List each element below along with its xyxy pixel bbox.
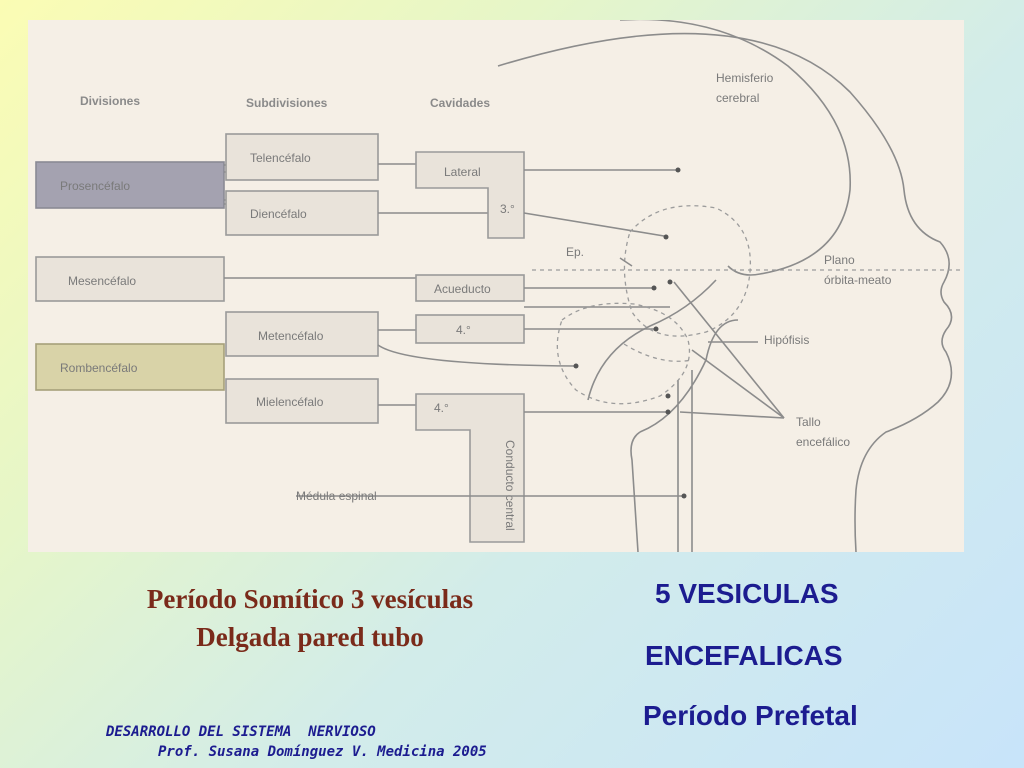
- marker-dot: [681, 493, 687, 499]
- subdivision-box-mielencefalo: [225, 378, 379, 424]
- brain-vesicles-diagram: Divisiones Subdivisiones Cavidades Prose…: [28, 20, 964, 552]
- label-hemisferio-line2: cerebral: [716, 91, 759, 105]
- label-plano-line2: órbita-meato: [824, 273, 892, 287]
- marker-dot: [665, 393, 671, 399]
- footer-line1: DESARROLLO DEL SISTEMA NERVIOSO: [106, 724, 376, 740]
- subdivision-box-metencefalo: [225, 311, 379, 357]
- marker-dot: [675, 167, 681, 173]
- cavity-box-lateral-third: [415, 151, 525, 239]
- caption-left-line1: Período Somítico 3 vesículas: [146, 584, 474, 614]
- marker-dot: [573, 363, 579, 369]
- cerebellum-dashed-region: [556, 302, 691, 405]
- division-label-rombencefalo: Rombencéfalo: [60, 361, 138, 375]
- subdivision-label-metencefalo: Metencéfalo: [258, 329, 324, 343]
- division-label-mesencefalo: Mesencéfalo: [68, 274, 136, 288]
- division-label-prosencefalo: Prosencéfalo: [60, 179, 130, 193]
- division-box-rombencefalo: [35, 343, 225, 391]
- subdivision-label-diencefalo: Diencéfalo: [250, 207, 307, 221]
- cavity-label-fourth-a: 4.°: [456, 323, 471, 337]
- cavity-label-fourth-b: 4.°: [434, 401, 449, 415]
- caption-right-line1: 5 VESICULAS: [655, 578, 839, 609]
- marker-dot: [665, 409, 671, 415]
- diagram-svg: Divisiones Subdivisiones Cavidades Prose…: [35, 20, 964, 552]
- caption-period-somitic: Período Somítico 3 vesículas Delgada par…: [60, 580, 560, 656]
- cavity-label-third: 3.°: [500, 202, 515, 216]
- subdivision-label-mielencefalo: Mielencéfalo: [256, 395, 324, 409]
- caption-right-line2: ENCEFALICAS: [645, 640, 843, 671]
- header-divisiones: Divisiones: [80, 94, 140, 108]
- cavity-label-lateral: Lateral: [444, 165, 481, 179]
- label-tallo-line1: Tallo: [796, 415, 821, 429]
- head-profile-outline: [497, 32, 953, 552]
- label-ep: Ep.: [566, 245, 584, 259]
- cavity-box-conducto: [415, 393, 525, 543]
- label-hipofisis: Hipófisis: [764, 333, 809, 347]
- cavity-label-conducto: Conducto central: [503, 440, 517, 531]
- label-tallo-line2: encefálico: [796, 435, 850, 449]
- cavity-box-fourth: [415, 314, 525, 344]
- label-plano-line1: Plano: [824, 253, 855, 267]
- cerebral-hemisphere-outline: [620, 20, 852, 276]
- marker-dot: [667, 279, 673, 285]
- footer-credits: DESARROLLO DEL SISTEMA NERVIOSO Prof. Su…: [106, 722, 487, 762]
- marker-dot: [651, 285, 657, 291]
- diencephalon-dashed-region: [623, 205, 752, 337]
- division-box-prosencefalo: [35, 161, 225, 209]
- marker-dot: [653, 326, 659, 332]
- footer-line2: Prof. Susana Domínguez V. Medicina 2005: [158, 744, 487, 760]
- marker-dot: [663, 234, 669, 240]
- label-hemisferio-line1: Hemisferio: [716, 71, 774, 85]
- cavity-label-acueducto: Acueducto: [434, 282, 491, 296]
- caption-left-line2: Delgada pared tubo: [196, 622, 424, 652]
- subdivision-label-telencefalo: Telencéfalo: [250, 151, 311, 165]
- header-subdivisiones: Subdivisiones: [246, 96, 328, 110]
- label-medula-espinal: Médula espinal: [296, 489, 377, 503]
- division-box-mesencefalo: [35, 256, 225, 302]
- caption-right-line3: Período Prefetal: [643, 700, 858, 731]
- brainstem-outline: [630, 319, 739, 552]
- header-cavidades: Cavidades: [430, 96, 490, 110]
- subdivision-box-telencefalo: [225, 133, 379, 181]
